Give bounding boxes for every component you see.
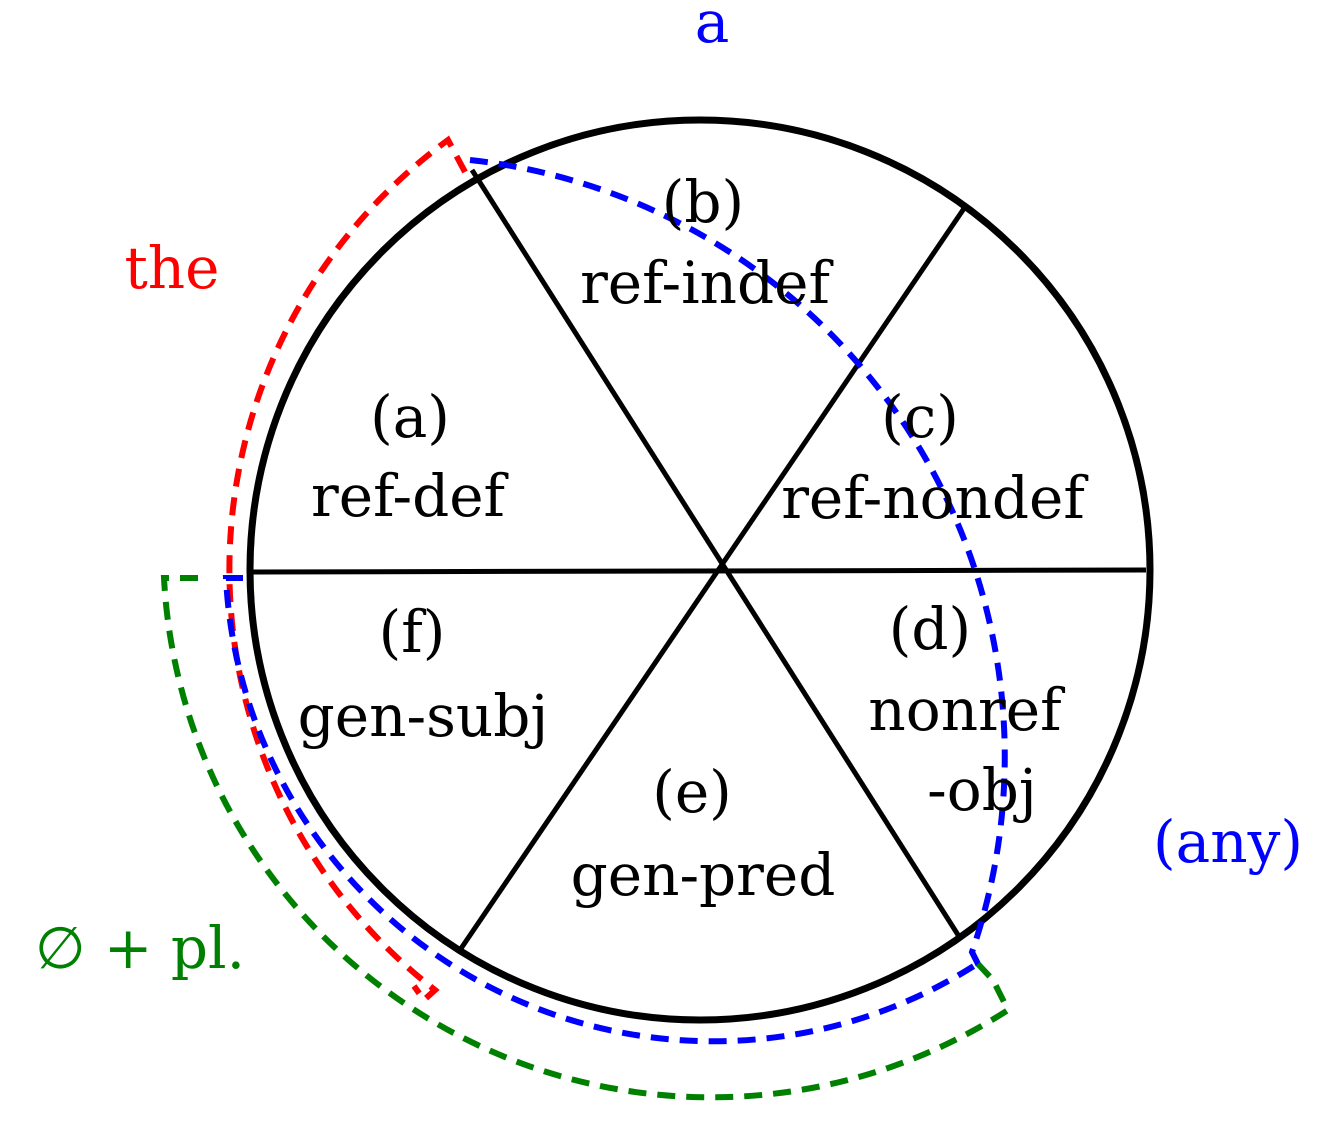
segment-e-letter: (e): [652, 758, 732, 826]
segment-e-label: gen-pred: [571, 841, 836, 909]
segment-c-letter: (c): [881, 383, 959, 451]
article-label-the: the: [125, 234, 220, 302]
segment-a-letter: (a): [370, 383, 450, 451]
segment-b-label: ref-indef: [580, 249, 833, 317]
segment-f-label: gen-subj: [298, 682, 549, 750]
segment-c-label: ref-nondef: [781, 464, 1088, 532]
article-label-zero-plural: ∅ + pl.: [35, 914, 245, 982]
segment-d-label: nonref: [868, 676, 1065, 744]
segment-b-letter: (b): [662, 168, 744, 236]
segment-a-label: ref-def: [311, 462, 508, 530]
segment-d-label2: -obj: [927, 756, 1037, 824]
divider-bc-ef: [457, 205, 968, 952]
the-bracket: [226, 135, 468, 1005]
segment-f-letter: (f): [379, 598, 446, 666]
any-bracket: [222, 575, 982, 1045]
article-label-any: (any): [1153, 808, 1303, 876]
segment-d-letter: (d): [889, 595, 971, 663]
divider-ab-de: [469, 168, 963, 940]
article-label-a: a: [695, 0, 730, 56]
main-circle: [246, 116, 1154, 1024]
divider-horizontal: [251, 567, 1147, 575]
zero-plural-bracket: [160, 575, 1012, 1101]
